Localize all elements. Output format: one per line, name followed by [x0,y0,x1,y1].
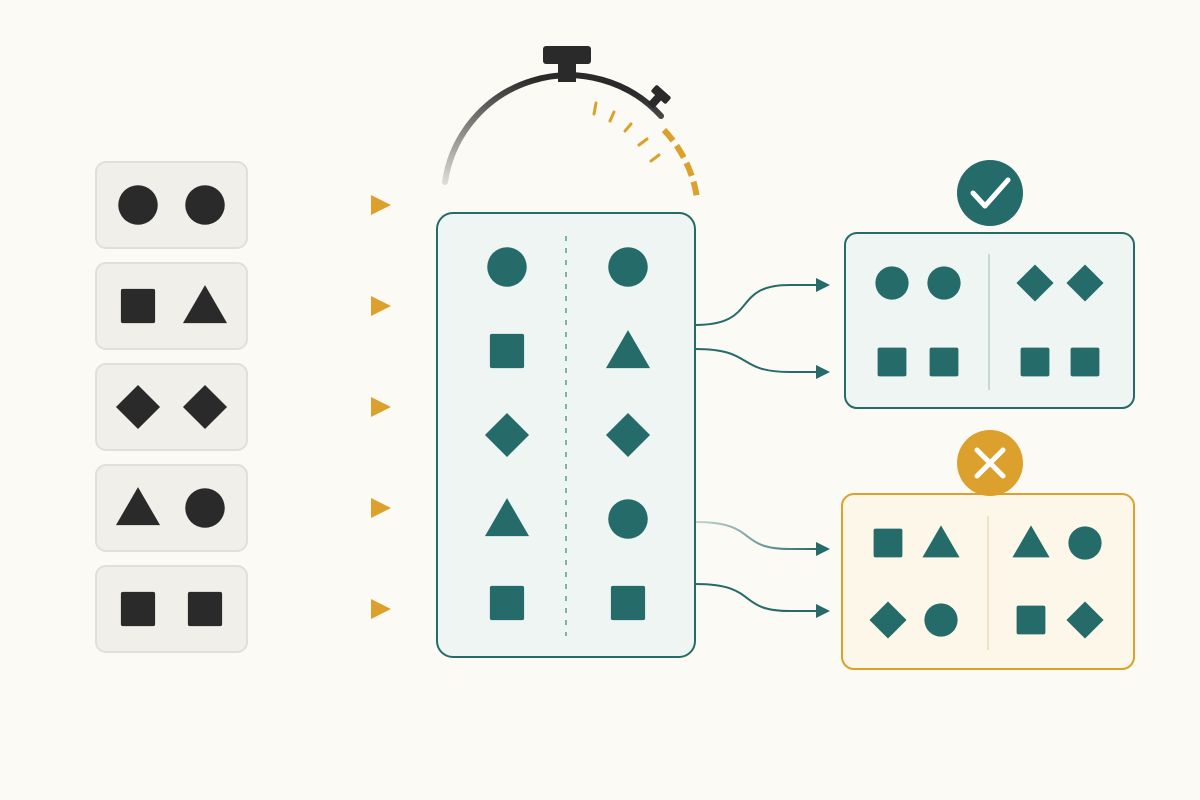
circle-shape [487,247,527,287]
circle-shape [185,185,225,225]
arrowhead [816,278,830,292]
timer-tick-marks [592,101,661,163]
circle-shape [924,603,958,637]
diamond-shape [182,384,228,430]
square-shape [489,585,525,621]
circle-shape [185,488,225,528]
square-shape [1016,605,1046,635]
input-arrow [292,397,391,417]
connector-match-lower [694,348,818,373]
input-pairs-column [95,161,248,653]
input-arrows [292,195,391,619]
square-shape [489,333,525,369]
diamond-shape [869,601,907,639]
square-shape [1070,347,1100,377]
square-shape [187,591,223,627]
input-pair-card [95,565,248,653]
triangle-shape [922,525,960,558]
circle-shape [608,247,648,287]
diamond-shape [115,384,161,430]
square-shape [873,528,903,558]
connector-mismatch-upper [694,521,818,550]
circle-shape [1068,526,1102,560]
input-pair-card [95,363,248,451]
input-pair-card [95,464,248,552]
circle-shape [875,266,909,300]
cross-icon [957,430,1023,496]
mismatch-group-shapes [869,525,1104,639]
comparison-rows [484,247,651,621]
comparison-panel [436,212,696,658]
input-arrow [292,498,391,518]
stopwatch-icon [442,46,700,199]
diamond-shape [1066,601,1104,639]
square-shape [120,591,156,627]
circle-shape [608,499,648,539]
input-arrow [292,296,391,316]
match-group [844,160,1135,409]
arrowhead [816,542,830,556]
arrowhead [816,604,830,618]
diamond-shape [1016,264,1054,302]
input-pair-card [95,262,248,350]
checkmark-icon [957,160,1023,226]
input-pair-card [95,161,248,249]
circle-shape [927,266,961,300]
mismatch-group [841,430,1135,670]
connector-match-upper [694,284,818,326]
square-shape [610,585,646,621]
triangle-shape [605,330,651,369]
triangle-shape [1012,525,1050,558]
match-group-shapes [875,264,1104,377]
diamond-shape [605,412,651,458]
diamond-shape [1066,264,1104,302]
triangle-shape [484,498,530,537]
connector-mismatch-lower [694,583,818,612]
square-shape [877,347,907,377]
triangle-shape [182,285,228,324]
square-shape [1020,347,1050,377]
diamond-shape [484,412,530,458]
circle-shape [118,185,158,225]
square-shape [120,288,156,324]
input-arrow [292,599,391,619]
output-connectors [694,278,830,618]
input-arrow [292,195,391,215]
triangle-shape [115,487,161,526]
square-shape [929,347,959,377]
arrowhead [816,365,830,379]
